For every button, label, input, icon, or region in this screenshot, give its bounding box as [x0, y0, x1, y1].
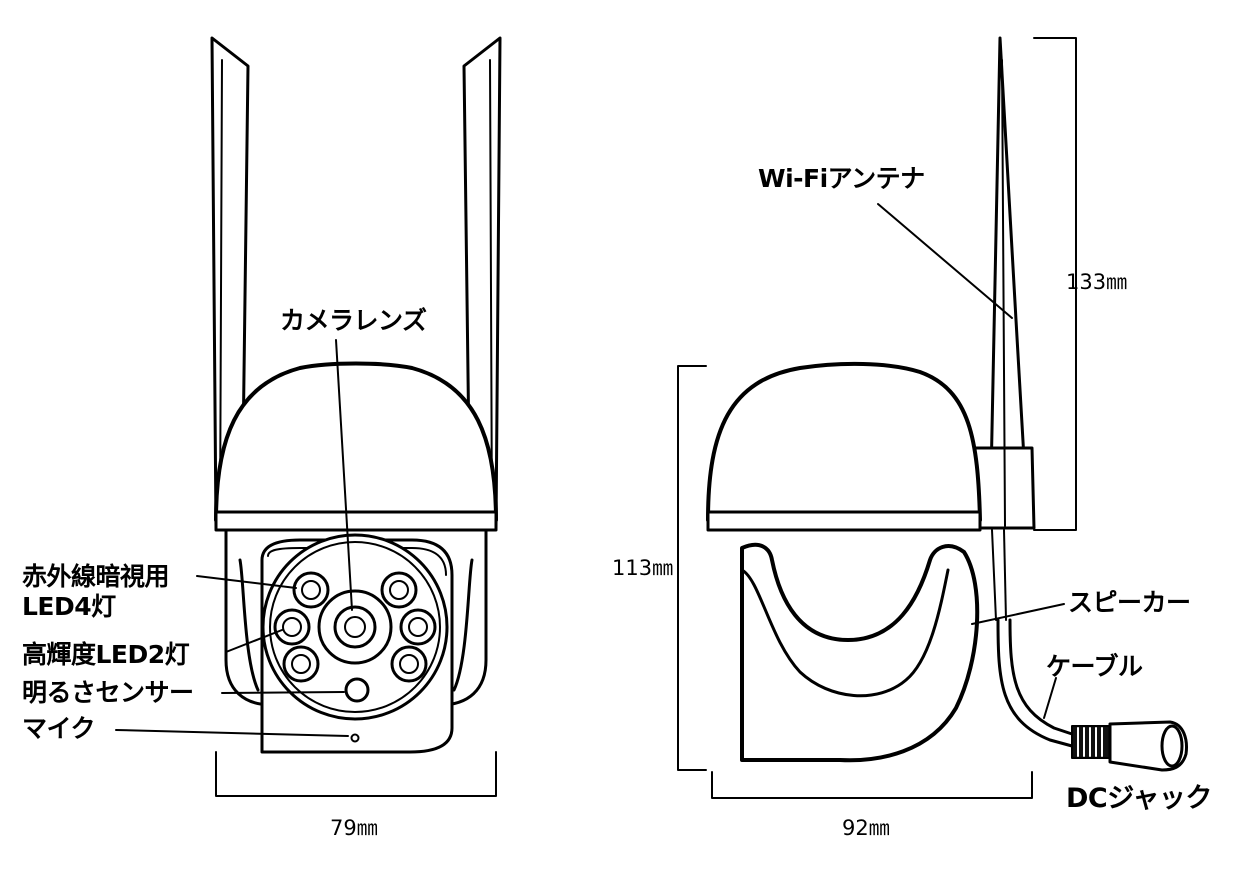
side-width-dimension: [711, 771, 1033, 799]
front-dome-band: [214, 510, 498, 532]
side-width-value: 92㎜: [842, 816, 890, 840]
height-total-dimension: [1033, 37, 1077, 531]
side-dimensions: [677, 37, 1077, 799]
dc-jack-label: DCジャック: [1066, 783, 1212, 814]
side-cable: [996, 618, 1188, 772]
light-sensor-icon: [344, 677, 370, 703]
mic-label: マイク: [22, 714, 96, 743]
mic-icon: [350, 733, 360, 743]
camera-lens-label: カメラレンズ: [280, 306, 427, 335]
front-width-value: 79㎜: [330, 816, 378, 840]
cable-label: ケーブル: [1046, 652, 1143, 681]
ir-led-icon: [282, 571, 428, 683]
side-dome-band: [706, 510, 982, 532]
high-led-icon: [273, 608, 437, 646]
front-width-dimension: [215, 751, 497, 797]
height-body-value: 113㎜: [612, 556, 674, 580]
ir-led-label-line2: LED4灯: [22, 592, 116, 621]
front-camera: [210, 36, 502, 754]
side-body-inner: [740, 568, 950, 698]
side-dome: [706, 361, 982, 522]
lens-ring-inner: [269, 541, 441, 713]
height-total-value: 133㎜: [1066, 270, 1128, 294]
height-body-dimension: [677, 365, 707, 771]
ir-led-label-line1: 赤外線暗視用: [22, 562, 170, 591]
side-camera: [706, 36, 1036, 763]
side-leader-lines: [877, 203, 1065, 719]
camera-lens-icon: [317, 589, 393, 665]
front-leader-lines: [115, 339, 353, 737]
side-antenna: [966, 36, 1036, 530]
front-dome: [214, 361, 498, 522]
side-body: [740, 542, 980, 763]
wifi-antenna-label: Wi-Fiアンテナ: [758, 164, 925, 193]
high-led-label: 高輝度LED2灯: [22, 640, 190, 669]
speaker-label: スピーカー: [1068, 588, 1191, 617]
light-sensor-label: 明るさセンサー: [22, 678, 194, 707]
